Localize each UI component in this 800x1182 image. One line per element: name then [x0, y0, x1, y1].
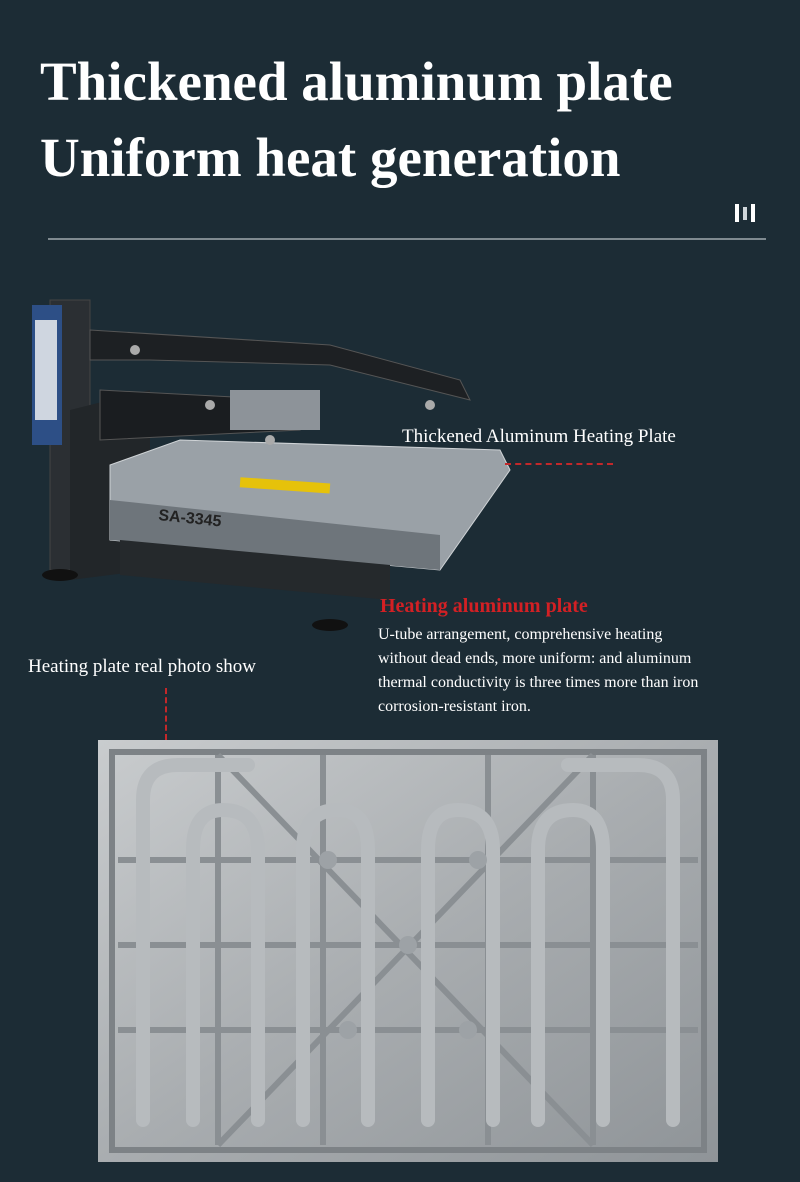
plate-callout: Thickened Aluminum Heating Plate [402, 426, 676, 447]
pause-icon[interactable] [735, 204, 755, 222]
aluminum-plate-photo [98, 740, 718, 1162]
heat-press-image: SA-3345 [32, 299, 511, 631]
feature-heading: Heating aluminum plate [380, 595, 588, 617]
feature-line: without dead ends, more uniform: and alu… [378, 650, 692, 667]
model-label: SA-3345 [158, 507, 223, 531]
feature-description: U-tube arrangement, comprehensive heatin… [378, 623, 793, 719]
headline-line-1: Thickened aluminum plate [40, 51, 673, 112]
feature-line: corrosion-resistant iron. [378, 698, 531, 715]
caption-leader-line [165, 688, 167, 740]
feature-line: U-tube arrangement, comprehensive heatin… [378, 626, 663, 643]
feature-line: thermal conductivity is three times more… [378, 674, 699, 691]
photo-caption: Heating plate real photo show [28, 656, 256, 677]
divider [48, 238, 766, 240]
headline-line-2: Uniform heat generation [40, 127, 621, 188]
callout-leader-line [505, 463, 613, 465]
